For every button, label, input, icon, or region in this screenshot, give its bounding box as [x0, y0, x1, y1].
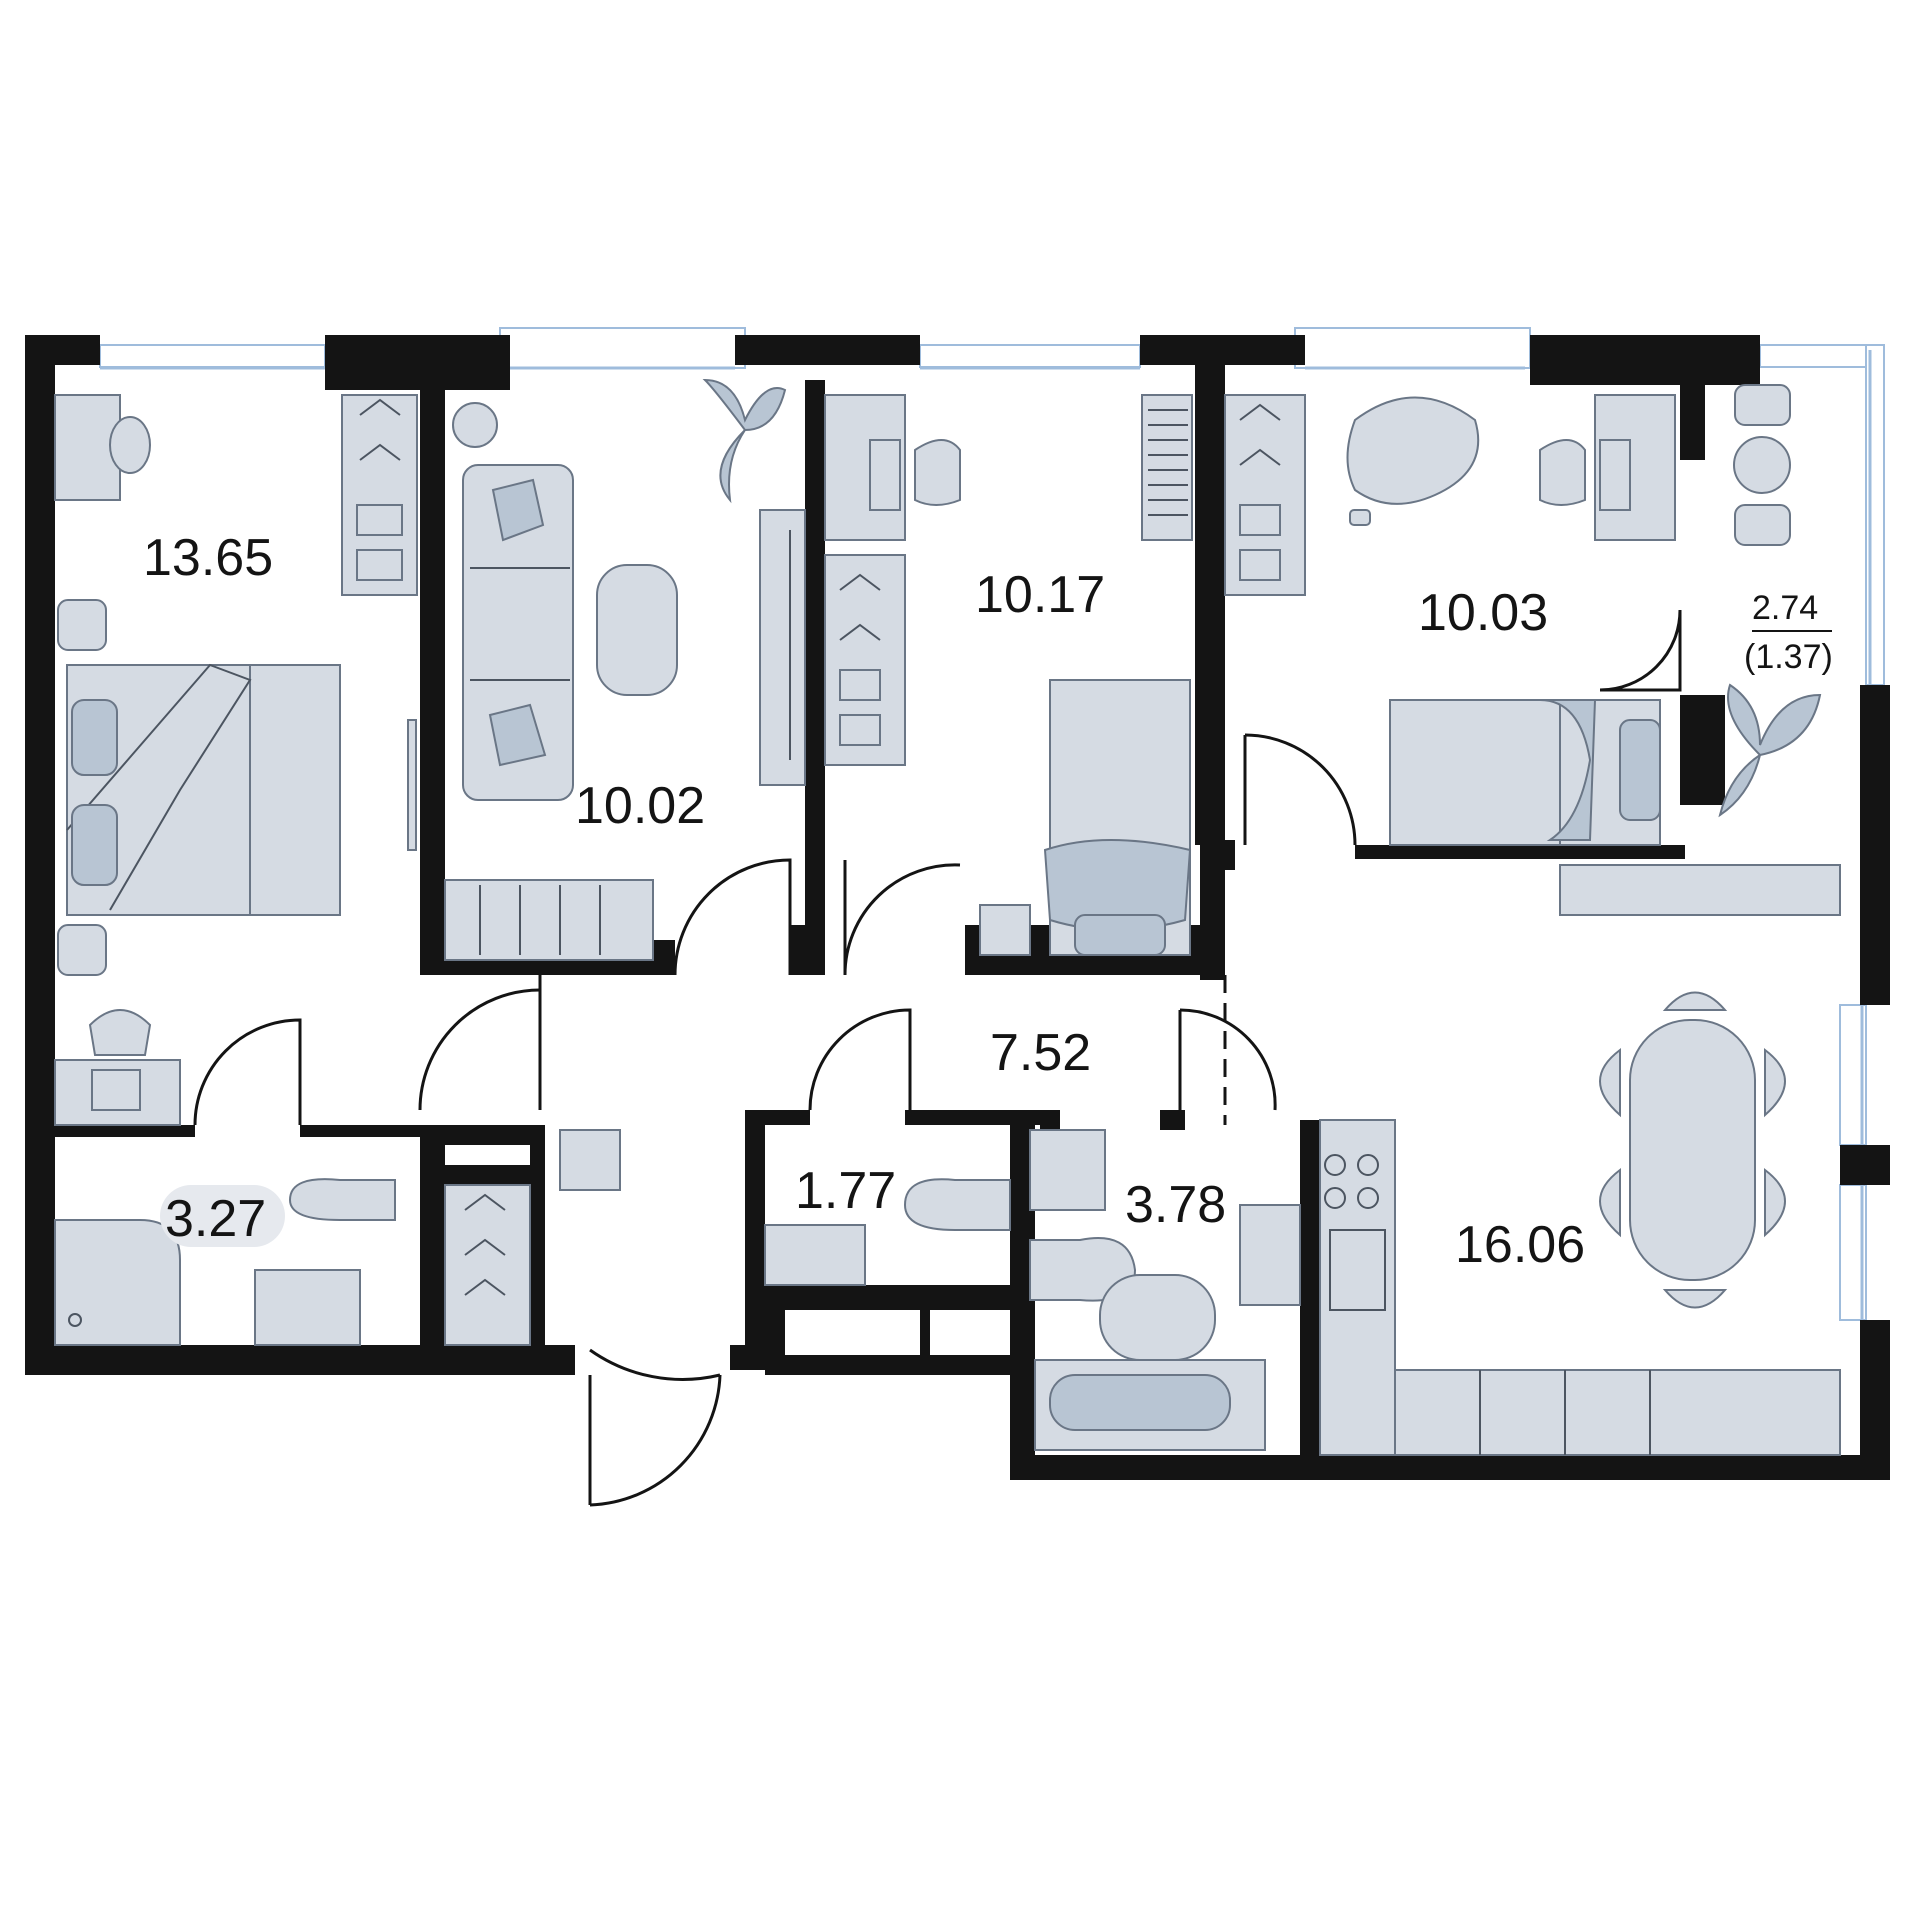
- washing-machine-icon: [1029, 1129, 1106, 1211]
- toilet-icon: [903, 1178, 1011, 1231]
- room-area-bedroom-left: 13.65: [143, 529, 273, 587]
- laptop-icon: [91, 1069, 141, 1111]
- room-area-kitchen: 16.06: [1455, 1216, 1585, 1274]
- chair-icon: [1662, 991, 1728, 1011]
- room-area-bedroom-right: 10.03: [1418, 584, 1548, 642]
- cabinet-icon: [1559, 864, 1841, 916]
- chair-icon: [1764, 1047, 1786, 1118]
- chair-icon: [1734, 384, 1791, 426]
- wardrobe-icon: [444, 1184, 531, 1346]
- toilet-icon: [288, 1178, 396, 1221]
- armchair-icon: [1346, 396, 1480, 505]
- room-area-bathroom: 3.78: [1125, 1176, 1226, 1234]
- chair-icon: [1764, 1167, 1786, 1238]
- bedroom-middle-furniture: [824, 394, 1193, 956]
- chair-icon: [109, 416, 151, 474]
- plant-icon: [702, 378, 787, 504]
- sink-icon: [1239, 1204, 1301, 1306]
- stove-icon: [1319, 1119, 1396, 1456]
- room-area-bathroom-left: 3.27: [165, 1190, 266, 1248]
- sink-icon: [764, 1224, 866, 1286]
- bedroom-right-furniture: [1224, 394, 1676, 846]
- bathtub-icon: [1099, 1274, 1216, 1361]
- room-area-living: 10.02: [575, 777, 705, 835]
- chair-icon: [88, 1009, 152, 1056]
- living-room-furniture: [444, 378, 806, 961]
- room-area-balcony: 2.74: [1752, 589, 1818, 627]
- kitchen-furniture: [1319, 864, 1841, 1456]
- chair-icon: [1734, 504, 1791, 546]
- bathroom-left-furniture: [54, 1178, 396, 1346]
- chair-icon: [1662, 1289, 1728, 1309]
- room-labels: 13.65 10.02 10.17 10.03 2.74 (1.37) 3.27…: [143, 529, 1833, 1274]
- room-area-hall: 7.52: [990, 1024, 1091, 1082]
- walls: [25, 335, 1890, 1480]
- room-area-balcony-reduced: (1.37): [1744, 638, 1833, 676]
- doors: [193, 609, 1682, 1507]
- chair-icon: [1599, 1047, 1621, 1118]
- chair-icon: [1599, 1167, 1621, 1238]
- chair-icon: [1539, 439, 1586, 506]
- robot-vacuum-icon: [452, 402, 498, 448]
- room-area-bedroom-middle: 10.17: [975, 566, 1105, 624]
- sink-icon: [254, 1269, 361, 1346]
- chair-icon: [914, 439, 961, 506]
- wardrobe-icon: [1224, 394, 1306, 596]
- toilet-icon: [1029, 1237, 1137, 1302]
- corridor-furniture: [444, 1129, 621, 1346]
- balcony-furniture: [1718, 384, 1822, 818]
- room-area-wc: 1.77: [795, 1162, 896, 1220]
- plant-icon: [1718, 683, 1822, 818]
- dining-table-icon: [1629, 1019, 1756, 1281]
- wardrobe-icon: [444, 879, 654, 961]
- wc-furniture: [764, 1178, 1011, 1286]
- bathroom-furniture: [1029, 1129, 1301, 1451]
- bedroom-left-furniture: [54, 394, 418, 1126]
